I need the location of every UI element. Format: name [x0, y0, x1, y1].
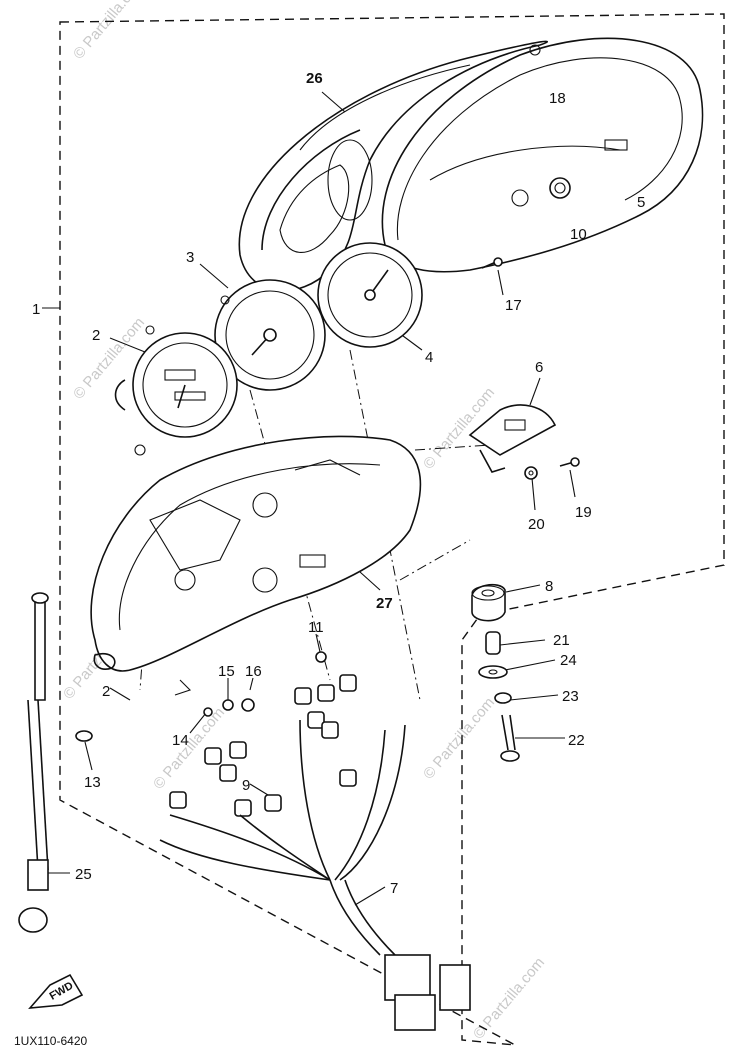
callout-27: 27: [376, 595, 393, 612]
callout-20: 20: [528, 516, 545, 533]
callout-22: 22: [568, 732, 585, 749]
speedometer-part-2[interactable]: [114, 325, 238, 456]
washer-part-15[interactable]: [222, 699, 234, 711]
callout-1: 1: [32, 301, 40, 318]
callout-labels: 1 2 2 3 4 5 6 7 8 9 10 11 13 14 15 16 17…: [32, 70, 645, 897]
callout-24: 24: [560, 652, 577, 669]
callout-23: 23: [562, 688, 579, 705]
callout-26: 26: [306, 70, 323, 87]
washer-part-20[interactable]: [524, 466, 538, 480]
washer-part-24[interactable]: [478, 665, 508, 679]
callout-2: 2: [102, 683, 110, 700]
watermark-text: © Partzilla.com: [470, 954, 548, 1042]
callout-15: 15: [218, 663, 235, 680]
bulb-sockets-part-9[interactable]: [169, 674, 357, 817]
reset-knob-part-10[interactable]: [549, 177, 571, 199]
gauge-part-4[interactable]: [317, 242, 423, 348]
speedo-cable-part-25[interactable]: [18, 592, 49, 933]
callout-18: 18: [549, 90, 566, 107]
callout-8: 8: [545, 578, 553, 595]
fwd-arrow-icon: FWD: [28, 973, 84, 1009]
tachometer-part-3[interactable]: [214, 279, 326, 391]
callout-11: 11: [308, 619, 324, 636]
callout-9: 9: [242, 777, 250, 794]
grommet-part-16[interactable]: [241, 698, 255, 712]
watermark-text: © Partzilla.com: [420, 694, 498, 782]
callout-10: 10: [570, 226, 587, 243]
callout-2: 2: [92, 327, 100, 344]
indicator-panel-part-6[interactable]: [468, 404, 557, 473]
assembly-boundary: [59, 13, 725, 1046]
callout-3: 3: [186, 249, 194, 266]
drawing-code: 1UX110-6420: [14, 1034, 87, 1048]
meter-housing-part-27[interactable]: [90, 435, 422, 696]
screw-part-18[interactable]: [529, 44, 541, 56]
screw-part-19[interactable]: [559, 457, 580, 467]
callout-17: 17: [505, 297, 522, 314]
screw-part-17[interactable]: [481, 257, 503, 269]
callout-7: 7: [390, 880, 398, 897]
callout-6: 6: [535, 359, 543, 376]
callout-21: 21: [553, 632, 570, 649]
nut-part-23[interactable]: [494, 692, 512, 704]
callout-14: 14: [172, 732, 189, 749]
callout-13: 13: [84, 774, 101, 791]
screw-part-11[interactable]: [315, 651, 327, 663]
wire-harness-part-7[interactable]: [159, 719, 471, 1031]
meter-lens-part-5[interactable]: [381, 37, 704, 273]
callout-25: 25: [75, 866, 92, 883]
damper-part-8[interactable]: [471, 583, 506, 622]
collar-part-21[interactable]: [485, 631, 501, 655]
screw-part-14[interactable]: [203, 707, 213, 717]
screw-part-13[interactable]: [75, 730, 93, 742]
callout-5: 5: [637, 194, 645, 211]
bolt-part-22[interactable]: [500, 714, 520, 762]
callout-16: 16: [245, 663, 262, 680]
callout-19: 19: [575, 504, 592, 521]
watermark-text: © Partzilla.com: [70, 0, 148, 63]
callout-4: 4: [425, 349, 433, 366]
